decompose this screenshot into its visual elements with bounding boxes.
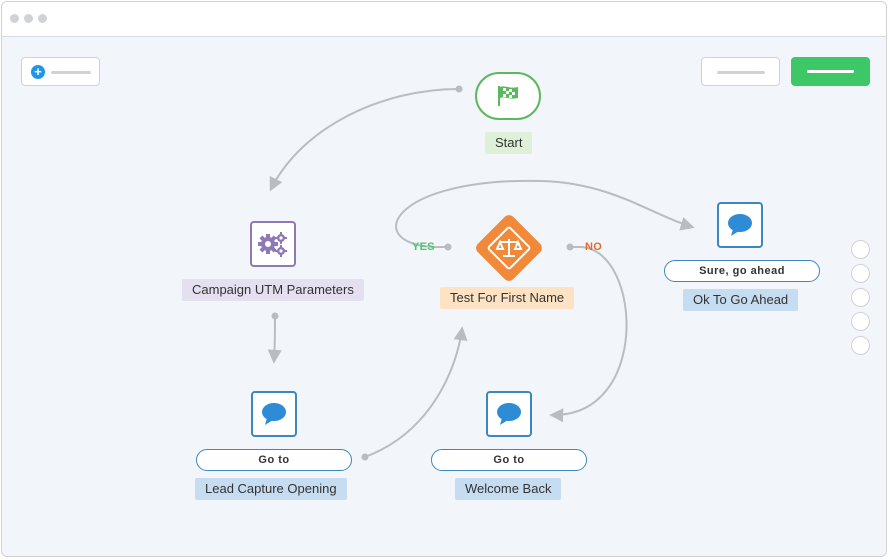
ok-node[interactable] <box>717 202 763 248</box>
start-node[interactable] <box>475 72 541 120</box>
wire-yes-dot <box>444 243 452 251</box>
no-branch-label: NO <box>585 241 603 253</box>
utm-node[interactable] <box>250 221 296 267</box>
side-option-4[interactable] <box>851 312 870 331</box>
primary-action-label <box>807 70 854 73</box>
flow-canvas[interactable]: + Start <box>2 37 886 556</box>
side-option-5[interactable] <box>851 336 870 355</box>
wire-no-dot <box>566 243 574 251</box>
lead-node[interactable] <box>251 391 297 437</box>
wire-utm-to-lead <box>267 315 282 364</box>
chat-bubble-icon <box>497 403 521 425</box>
wire-no-to-welcome <box>549 246 628 423</box>
wire-start-dot <box>455 85 463 93</box>
wire-lead-to-test <box>364 326 468 458</box>
side-option-2[interactable] <box>851 264 870 283</box>
chat-bubble-icon <box>262 403 286 425</box>
utm-label: Campaign UTM Parameters <box>182 279 364 301</box>
wire-lead-dot <box>361 453 369 461</box>
connections <box>267 85 695 461</box>
ok-label: Ok To Go Ahead <box>683 289 799 311</box>
gears-icon <box>258 232 287 257</box>
test-label: Test For First Name <box>440 287 575 309</box>
window-close-dot[interactable] <box>10 14 19 23</box>
primary-action-button[interactable] <box>791 57 870 86</box>
plus-circle-icon: + <box>31 65 45 79</box>
checkered-flag-icon <box>498 86 518 106</box>
scales-icon <box>495 239 523 257</box>
title-bar <box>2 2 886 37</box>
side-option-1[interactable] <box>851 240 870 259</box>
welcome-label: Welcome Back <box>455 478 562 500</box>
lead-goto-button[interactable]: Go to <box>196 449 352 471</box>
secondary-action-label <box>717 71 765 74</box>
window-maximize-dot[interactable] <box>38 14 47 23</box>
add-node-button-label <box>51 71 91 74</box>
wire-start-to-utm <box>269 88 460 192</box>
add-node-button[interactable]: + <box>21 57 100 86</box>
wire-utm-dot <box>271 312 279 320</box>
welcome-goto-button[interactable]: Go to <box>431 449 587 471</box>
welcome-node[interactable] <box>486 391 532 437</box>
start-label: Start <box>485 132 533 154</box>
wire-yes-to-ok <box>395 179 695 248</box>
window-minimize-dot[interactable] <box>24 14 33 23</box>
chat-bubble-icon <box>728 214 752 236</box>
lead-label: Lead Capture Opening <box>195 478 347 500</box>
secondary-action-button[interactable] <box>701 57 780 86</box>
side-option-3[interactable] <box>851 288 870 307</box>
yes-branch-label: YES <box>412 241 435 253</box>
ok-reply-button[interactable]: Sure, go ahead <box>664 260 820 282</box>
